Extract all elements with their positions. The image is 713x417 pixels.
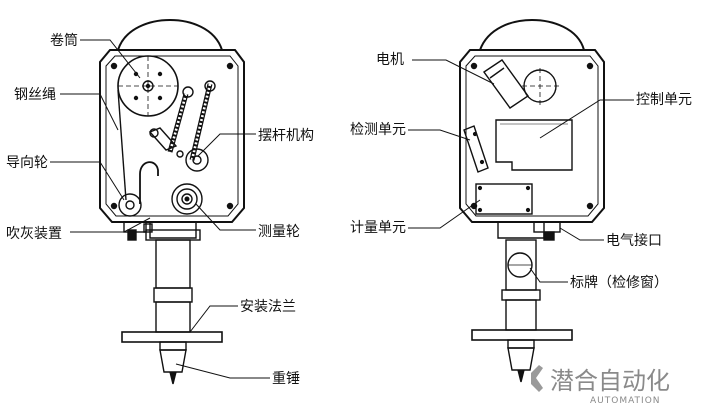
right-handle [479,18,585,51]
label-drum: 卷筒 [50,32,78,49]
wire-rope [117,89,127,201]
label-guide-wheel: 导向轮 [6,155,48,171]
right-pipe [471,221,573,383]
swing-rod-mechanism [148,127,209,172]
watermark-chinese: 潜合自动化 [550,367,670,395]
count-unit-board [475,183,533,215]
right-labels: 电机 控制单元 检测单元 计量单元 电气接口 标牌（检修窗） [350,52,692,291]
label-mount-flange: 安装法兰 [240,299,296,315]
label-nameplate: 标牌（检修窗） [570,274,668,291]
label-detect-unit: 检测单元 [350,122,406,138]
label-measure-wheel: 测量轮 [258,224,300,240]
label-control-unit: 控制单元 [636,92,692,108]
label-electrical-port: 电气接口 [606,232,662,249]
label-weight: 重锤 [272,371,300,387]
logo-mark-icon [531,365,543,392]
label-blower: 吹灰装置 [6,226,62,242]
right-housing [459,49,605,223]
left-labels: 卷筒 钢丝绳 导向轮 吹灰装置 摆杆机构 测量轮 安装法兰 重锤 [6,32,314,387]
measuring-wheel [171,183,203,215]
guide-rod [139,161,159,204]
label-motor: 电机 [376,52,404,68]
control-unit-board [495,119,573,171]
left-pipe [121,221,223,385]
guide-wheel [118,193,142,217]
left-handle [117,18,223,51]
detect-unit-board [463,125,489,173]
label-count-unit: 计量单元 [350,220,406,236]
watermark-english: AUTOMATION [590,396,661,406]
right-device [459,18,605,383]
label-wire-rope: 钢丝绳 [14,87,56,103]
left-device [99,18,245,385]
label-swing-rod: 摆杆机构 [258,128,314,144]
watermark-logo: 潜合自动化 AUTOMATION [531,365,670,406]
left-housing [99,49,245,223]
leader-lines [50,39,634,379]
motor [483,59,560,109]
drum [117,55,179,117]
